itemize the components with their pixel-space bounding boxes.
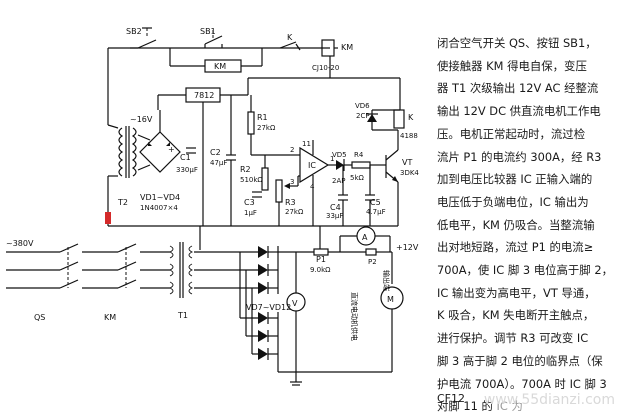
vd1-label: VD1~VD4 bbox=[140, 193, 180, 202]
description-line: 器 T1 次级输出 12V AC 经整流 bbox=[437, 81, 599, 96]
ic-label: IC bbox=[308, 161, 316, 170]
description-line: 闭合空气开关 QS、按钮 SB1， bbox=[437, 36, 597, 50]
r1v-label: 27kΩ bbox=[257, 124, 276, 132]
vt-label: VT bbox=[402, 158, 412, 167]
ac380-label: ~380V bbox=[6, 239, 34, 248]
p1-label: P1 bbox=[316, 255, 326, 264]
description-line: 电压低于负端电位，IC 输出为 bbox=[437, 194, 589, 209]
km-contact-label: KM bbox=[214, 62, 226, 71]
c2v-label: 47μF bbox=[210, 159, 227, 167]
t2-label: T2 bbox=[117, 198, 128, 207]
sb1-label: SB1 bbox=[200, 27, 216, 36]
motor-label: M bbox=[387, 295, 394, 304]
sb2-label: SB2 bbox=[126, 27, 142, 36]
p2-shunt bbox=[365, 248, 377, 256]
r1-label: R1 bbox=[257, 113, 268, 122]
c3-label: C3 bbox=[244, 198, 255, 207]
r2 bbox=[261, 167, 269, 191]
description-line: 700A，使 IC 脚 3 电位高于脚 2， bbox=[437, 263, 613, 278]
description-line: 压。电机正常起动时，流过检 bbox=[437, 126, 586, 141]
output2-label: 直流电动机供电 bbox=[350, 292, 359, 341]
c2-label: C2 bbox=[210, 148, 221, 157]
c1-label: C1 bbox=[180, 153, 191, 162]
r3-label: R3 bbox=[285, 198, 296, 207]
r2v-label: 510kΩ bbox=[240, 176, 263, 184]
watermark: www.55dianzi.com bbox=[483, 392, 615, 408]
plus12-label: +12V bbox=[396, 243, 419, 252]
pin1-label: 1 bbox=[330, 155, 334, 163]
transformer-t2 bbox=[118, 126, 137, 178]
c5v-label: 4.7μF bbox=[366, 208, 386, 216]
km-coil-label: KM bbox=[341, 43, 353, 52]
r4-label: R4 bbox=[354, 151, 364, 159]
vd1t-label: 1N4007×4 bbox=[140, 204, 178, 212]
r2-label: R2 bbox=[240, 165, 251, 174]
opamp-ic bbox=[299, 146, 330, 184]
km-main-contacts bbox=[117, 243, 137, 289]
r1 bbox=[247, 111, 255, 135]
km-main-label: KM bbox=[104, 313, 116, 322]
k-coil-label: K bbox=[408, 113, 414, 122]
output-label: 输出端 bbox=[382, 270, 391, 291]
voltmeter-label: V bbox=[292, 299, 298, 308]
k-coil-t-label: 4188 bbox=[400, 132, 418, 140]
k-top-label: K bbox=[287, 33, 293, 42]
v16-label: ~16V bbox=[130, 115, 153, 124]
description-text: 闭合空气开关 QS、按钮 SB1， 使接触器 KM 得电自保，变压器 T1 次级输… bbox=[437, 32, 620, 418]
t1-label: T1 bbox=[177, 311, 188, 320]
k-contact-top bbox=[279, 41, 301, 51]
pin3-label: 3 bbox=[290, 178, 294, 186]
svg-text:+: + bbox=[168, 145, 175, 154]
cj-label: CJ10-20 bbox=[312, 64, 339, 72]
r3v-label: 27kΩ bbox=[285, 208, 304, 216]
vd6-label: VD6 bbox=[355, 102, 370, 110]
r4 bbox=[351, 161, 371, 169]
vt-transistor bbox=[385, 149, 399, 183]
sb1-switch bbox=[204, 30, 223, 48]
r4v-label: 5kΩ bbox=[350, 174, 365, 182]
p1v-label: 9.0kΩ bbox=[310, 266, 331, 274]
circuit-diagram: SB2 SB1 K KM CJ10-20 KM 7812 ~16V T2 bbox=[6, 27, 419, 386]
c4v-label: 33μF bbox=[326, 212, 343, 220]
rectifier-bank bbox=[258, 246, 269, 360]
description-line: 加到电压比较器 IC 正输入端的 bbox=[437, 172, 593, 187]
qs-label: QS bbox=[34, 313, 45, 322]
vd5t-label: 2AP bbox=[332, 177, 345, 185]
r3 bbox=[275, 179, 283, 203]
vt-t-label: 3DK4 bbox=[400, 169, 419, 177]
c5-label: C5 bbox=[370, 198, 381, 207]
description-line: 流片 P1 的电流约 300A，经 R3 bbox=[437, 149, 602, 164]
description-line: 出对地短路，流过 P1 的电流≥ bbox=[437, 240, 594, 255]
description-line: 输出 12V DC 供直流电机工作电 bbox=[437, 104, 601, 119]
pin11-label: 11 bbox=[302, 140, 311, 148]
sb2-switch bbox=[130, 27, 157, 49]
fuse-red bbox=[105, 212, 111, 224]
c4-label: C4 bbox=[330, 203, 341, 212]
description-line: 护电流 700A）。700A 时 IC 脚 3 bbox=[437, 376, 607, 391]
ammeter-label: A bbox=[362, 233, 368, 242]
transformer-t1 bbox=[168, 242, 194, 298]
description-line: K 吸合，KM 失电断开主触点， bbox=[437, 308, 595, 323]
vd6t-label: 2CP bbox=[356, 112, 370, 120]
ic7812-label: 7812 bbox=[194, 91, 214, 100]
bridge-rectifier bbox=[139, 131, 181, 173]
c3v-label: 1μF bbox=[244, 209, 257, 217]
vd7-label: VD7~VD12 bbox=[246, 303, 291, 312]
description-line: IC 输出变为高电平，VT 导通， bbox=[437, 285, 596, 300]
qs-switch bbox=[59, 243, 79, 289]
figure-code: CF12 bbox=[437, 392, 466, 405]
description-line: 脚 3 高于脚 2 电位的临界点（保 bbox=[437, 353, 603, 368]
k-relay-coil bbox=[393, 109, 405, 129]
description-line: 使接触器 KM 得电自保，变压 bbox=[437, 58, 587, 73]
vd5-label: VD5 bbox=[332, 151, 347, 159]
c1v-label: 330μF bbox=[176, 166, 198, 174]
pin2-label: 2 bbox=[290, 146, 294, 154]
description-line: 低电平，KM 仍吸合。当整流输 bbox=[437, 217, 595, 232]
p2-label: P2 bbox=[368, 258, 377, 266]
description-line: 进行保护。调节 R3 可改变 IC bbox=[437, 331, 589, 346]
